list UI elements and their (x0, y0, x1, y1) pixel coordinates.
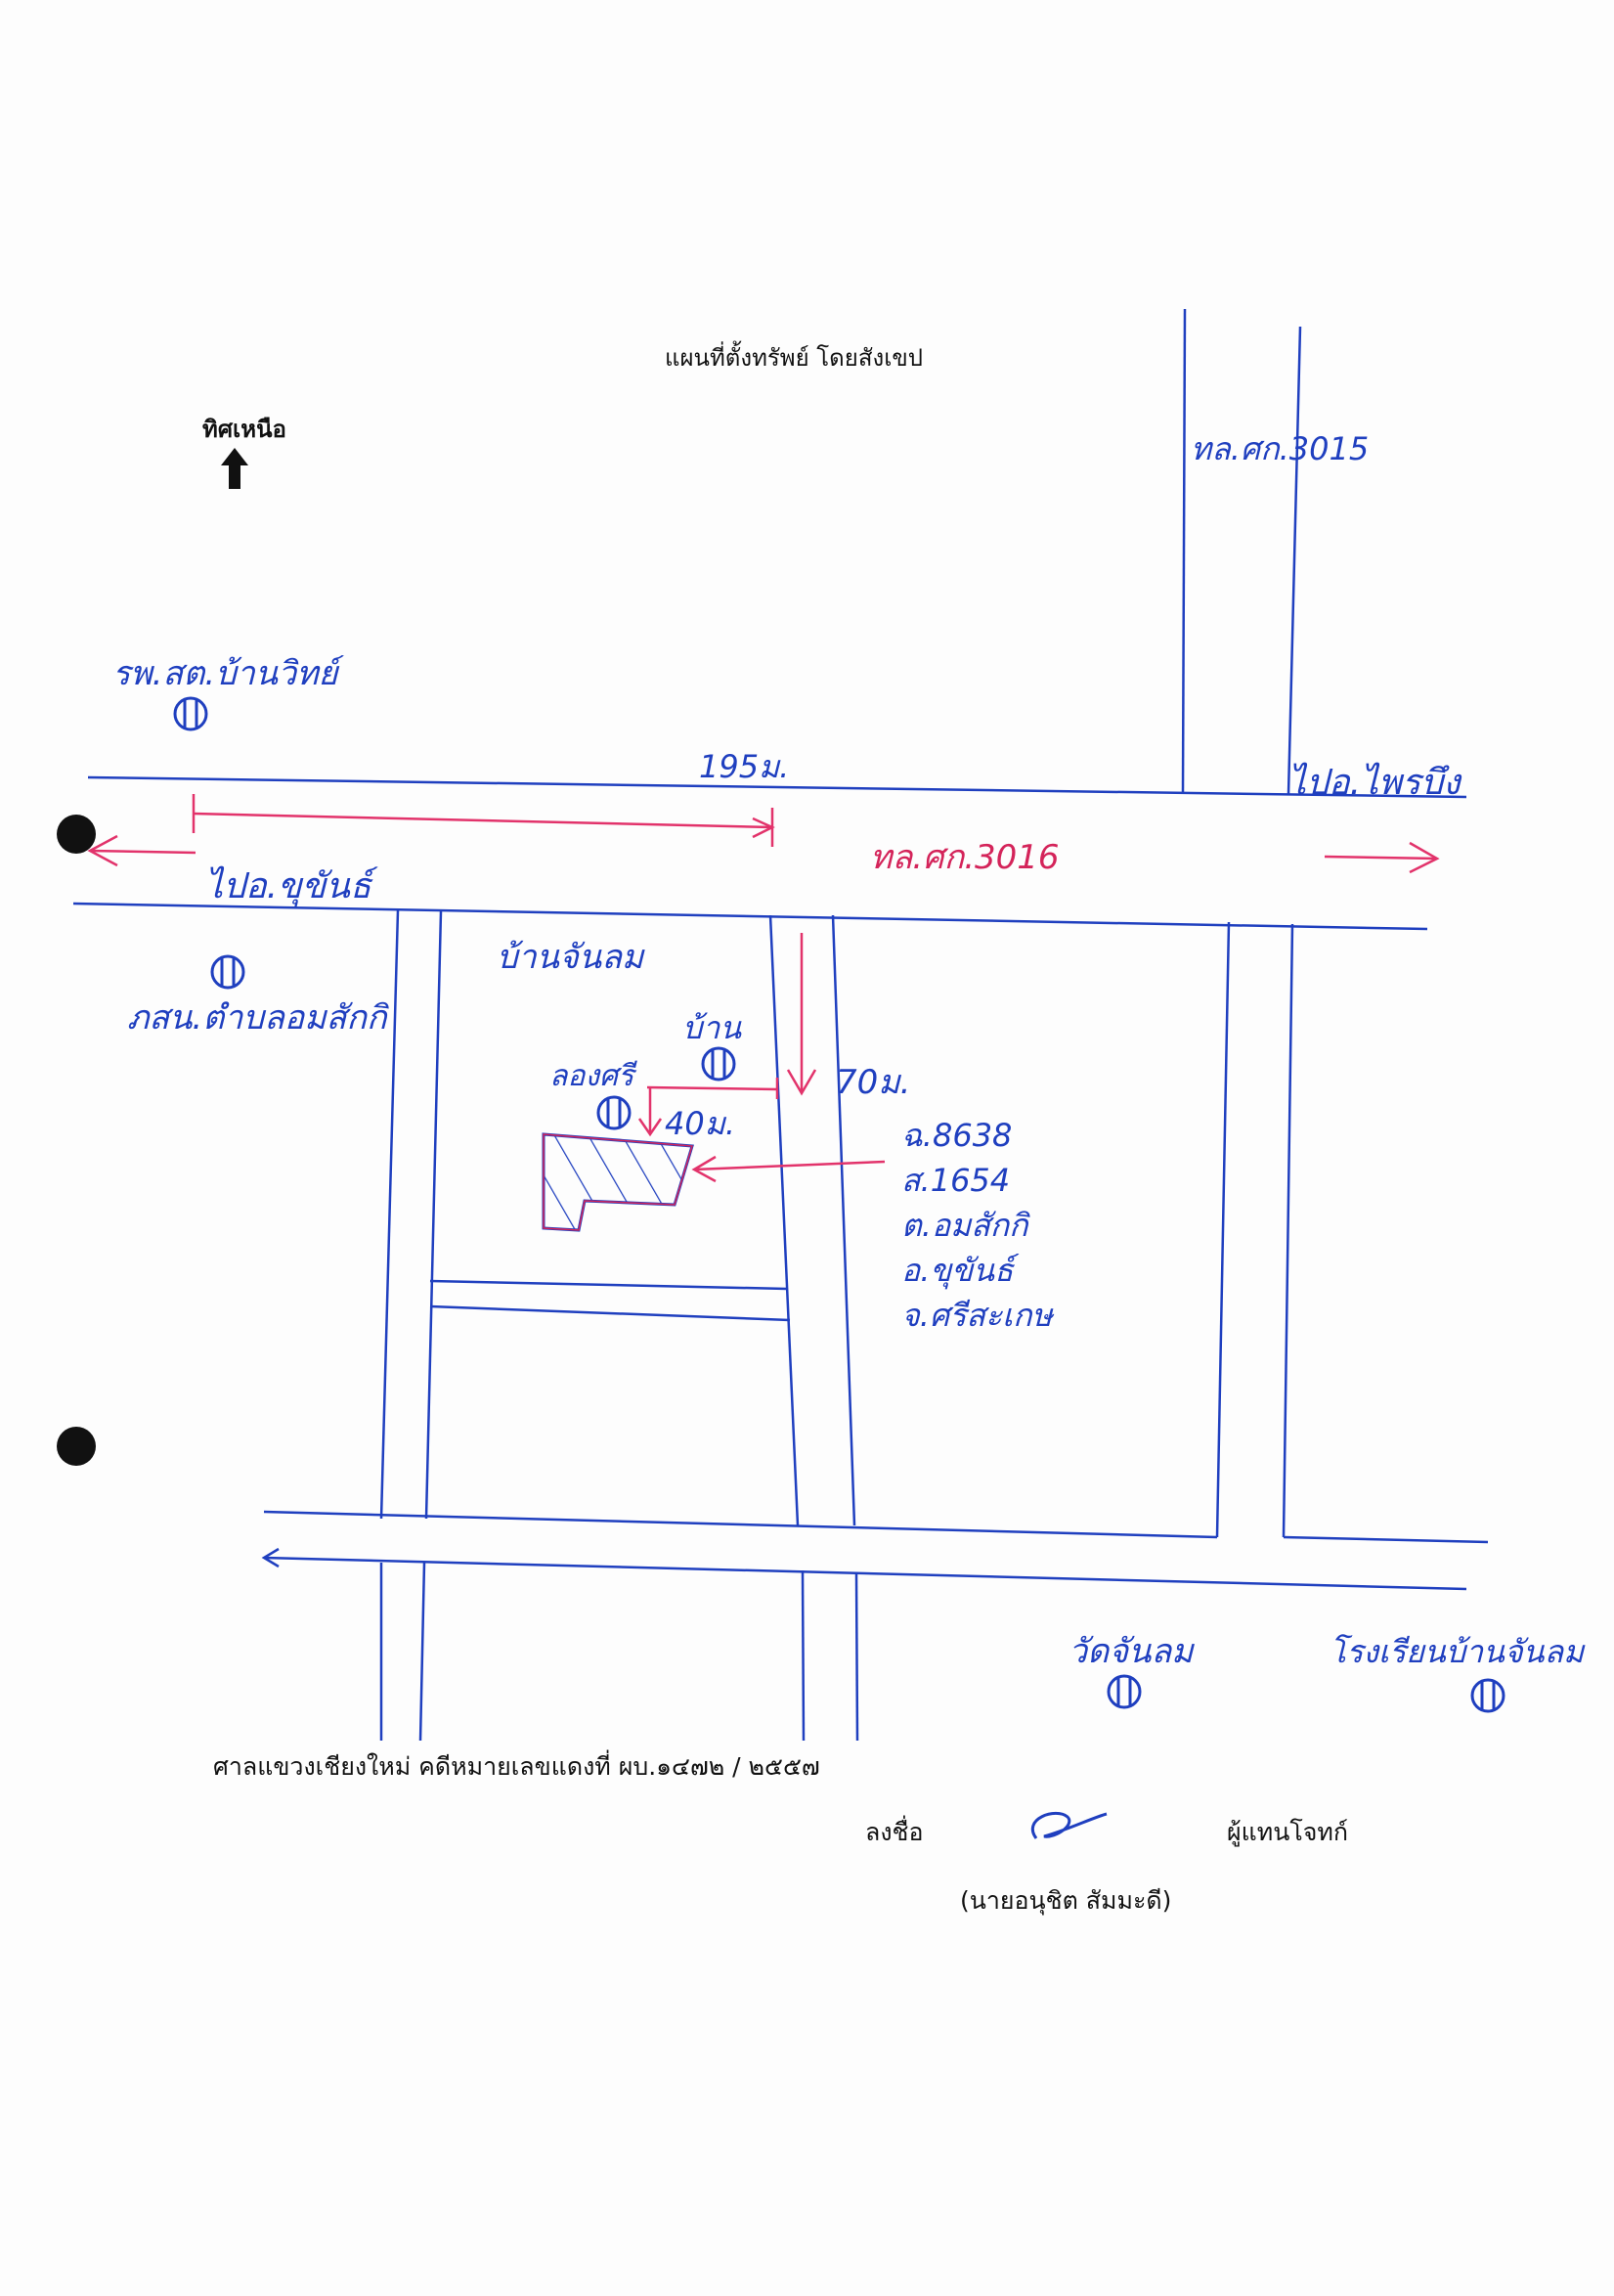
south-lane-2 (418, 1562, 426, 1742)
landmark-another-label: ลองศรี (549, 1059, 637, 1093)
cross-lane-bottom (429, 1304, 791, 1322)
south-road-arrow-icon (261, 1547, 280, 1568)
left-lane-outer-edge (379, 909, 400, 1520)
north-label: ทิศเหนือ (202, 416, 286, 443)
signer-name: (นายอนุชิต สัมมะดี) (960, 1886, 1171, 1916)
road-3016-bottom-edge (72, 902, 1428, 931)
right-lane-right-edge (1282, 923, 1294, 1538)
parcel-district: อ.ขุขันธ์ (901, 1252, 1020, 1290)
property-parcel (542, 1132, 694, 1232)
binder-hole-bottom (57, 1427, 96, 1466)
parcel-province: จ.ศรีสะเกษ (901, 1297, 1054, 1334)
arrow-left-small-icon (691, 1155, 717, 1183)
road-3015-left-edge (1181, 308, 1187, 793)
distance-195m: 195ม. (192, 748, 789, 847)
signer-role: ผู้แทนโจทก์ (1227, 1818, 1348, 1847)
distance-40m-label: 40ม. (665, 1105, 735, 1142)
signature-mark (1031, 1811, 1108, 1839)
landmark-another: ลองศรี (549, 1059, 637, 1130)
left-lane-inner-edge (424, 910, 443, 1520)
road-3015-right-edge (1287, 326, 1302, 795)
to-khukhan-label: ไปอ.ขุขันธ์ (205, 865, 378, 907)
south-road-top-edge (263, 1510, 1218, 1539)
distance-70m: 70ม. (786, 933, 910, 1102)
arrow-left-icon (87, 834, 118, 867)
landmark-banwit: รพ.สต.บ้านวิทย์ (112, 654, 344, 731)
right-lane-left-edge (1215, 921, 1231, 1538)
distance-40m: 40ม. (637, 1078, 779, 1142)
landmark-house: บ้าน (682, 1009, 742, 1082)
arrow-to-phrai-bueng (1324, 841, 1440, 874)
court-case-line: ศาลแขวงเชียงใหม่ คดีหมายเลขแดงที่ ผบ.๑๔๗… (213, 1749, 820, 1781)
parcel-pointer-arrow (691, 1155, 886, 1183)
landmark-school-chanlom: โรงเรียนบ้านจันลม (1330, 1633, 1586, 1713)
arrow-down-small-icon (637, 1118, 663, 1137)
landmark-symbol-icon (1107, 1674, 1142, 1709)
landmark-house-label: บ้าน (682, 1009, 742, 1046)
landmark-tambon-office-label: ภสน.ตำบลอมสักกิ (127, 998, 390, 1038)
landmark-school-chanlom-label: โรงเรียนบ้านจันลม (1330, 1633, 1586, 1670)
parcel-info: ฉ.8638 ส.1654 ต.อมสักกิ อ.ขุขันธ์ จ.ศรีส… (901, 1117, 1054, 1334)
village-label: บ้านจันลม (497, 938, 645, 977)
landmark-tambon-office: ภสน.ตำบลอมสักกิ (127, 954, 390, 1038)
parcel-deed-number: ฉ.8638 (901, 1117, 1012, 1154)
south-road-top-edge-right (1283, 1535, 1489, 1544)
south-lane-3 (801, 1569, 806, 1742)
middle-lane-right-edge (831, 914, 856, 1526)
middle-lane-left-edge (768, 914, 800, 1526)
arrow-right-icon (1409, 841, 1440, 874)
landmark-temple-label: วัดจันลม (1069, 1632, 1195, 1671)
distance-195m-label: 195ม. (699, 748, 789, 785)
distance-70m-label: 70ม. (836, 1063, 910, 1102)
arrow-to-khukhan (87, 834, 196, 867)
cross-lane-top (429, 1279, 788, 1291)
south-lane-4 (854, 1571, 859, 1742)
sign-label: ลงชื่อ (865, 1815, 924, 1846)
landmark-symbol-icon (210, 954, 245, 990)
north-arrow-icon (221, 448, 248, 489)
parcel-subdistrict: ต.อมสักกิ (901, 1207, 1031, 1244)
landmark-temple: วัดจันลม (1069, 1632, 1195, 1709)
map-title: แผนที่ตั้งทรัพย์ โดยสังเขป (665, 340, 923, 372)
landmark-symbol-icon (173, 696, 208, 731)
road-3016-label: ทล.ศก.3016 (870, 838, 1060, 877)
landmark-symbol-icon (596, 1095, 632, 1130)
landmark-symbol-icon (1470, 1678, 1505, 1713)
parcel-survey-number: ส.1654 (901, 1162, 1010, 1199)
landmark-banwit-label: รพ.สต.บ้านวิทย์ (112, 654, 344, 693)
arrow-down-icon (786, 1069, 817, 1096)
binder-hole-top (57, 815, 96, 854)
road-3016-top-edge (87, 775, 1467, 799)
north-arrow: ทิศเหนือ (202, 416, 286, 489)
landmark-symbol-icon (701, 1046, 736, 1082)
road-3015-label: ทล.ศก.3015 (1191, 430, 1369, 467)
to-phrai-bueng-label: ไปอ.ไพรบึง (1288, 762, 1462, 803)
south-road-bottom-edge (263, 1556, 1467, 1591)
